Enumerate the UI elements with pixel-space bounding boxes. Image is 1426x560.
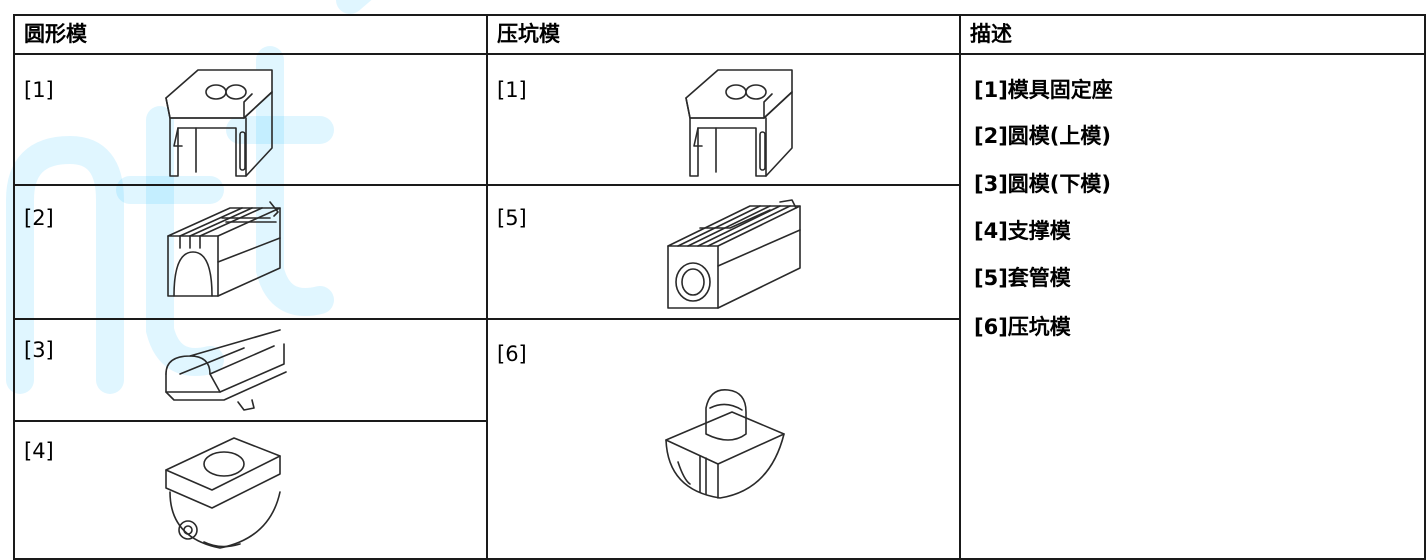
description-item-1: [1]模具固定座 <box>974 78 1113 102</box>
round-lower-die-icon <box>165 329 287 411</box>
mold-holder-icon <box>685 69 793 177</box>
header-crimp-die: 压坑模 <box>497 22 560 46</box>
row-divider <box>486 184 959 186</box>
cell-label-3: [3] <box>24 338 54 362</box>
header-round-die: 圆形模 <box>24 22 87 46</box>
cell-label-1b: [1] <box>497 78 527 102</box>
description-item-4: [4]支撑模 <box>974 219 1071 243</box>
description-item-6: [6]压坑模 <box>974 315 1071 339</box>
cell-label-2: [2] <box>24 206 54 230</box>
description-item-5: [5]套管模 <box>974 266 1071 290</box>
row-divider <box>13 184 486 186</box>
column-divider <box>486 14 488 560</box>
round-upper-die-icon <box>167 201 281 297</box>
header-description: 描述 <box>970 22 1012 46</box>
header-divider <box>13 53 1426 55</box>
cell-label-6: [6] <box>497 342 527 366</box>
cell-label-5: [5] <box>497 206 527 230</box>
cell-label-4: [4] <box>24 439 54 463</box>
crimp-die-icon <box>665 389 785 499</box>
table-border <box>13 14 1426 560</box>
row-divider <box>13 420 486 422</box>
mold-holder-icon <box>165 69 273 177</box>
support-die-icon <box>165 437 281 549</box>
sleeve-die-icon <box>667 199 801 309</box>
row-divider <box>13 318 486 320</box>
row-divider <box>486 318 959 320</box>
cell-label-1: [1] <box>24 78 54 102</box>
column-divider <box>959 14 961 560</box>
description-item-2: [2]圆模(上模) <box>974 124 1112 148</box>
description-item-3: [3]圆模(下模) <box>974 172 1112 196</box>
